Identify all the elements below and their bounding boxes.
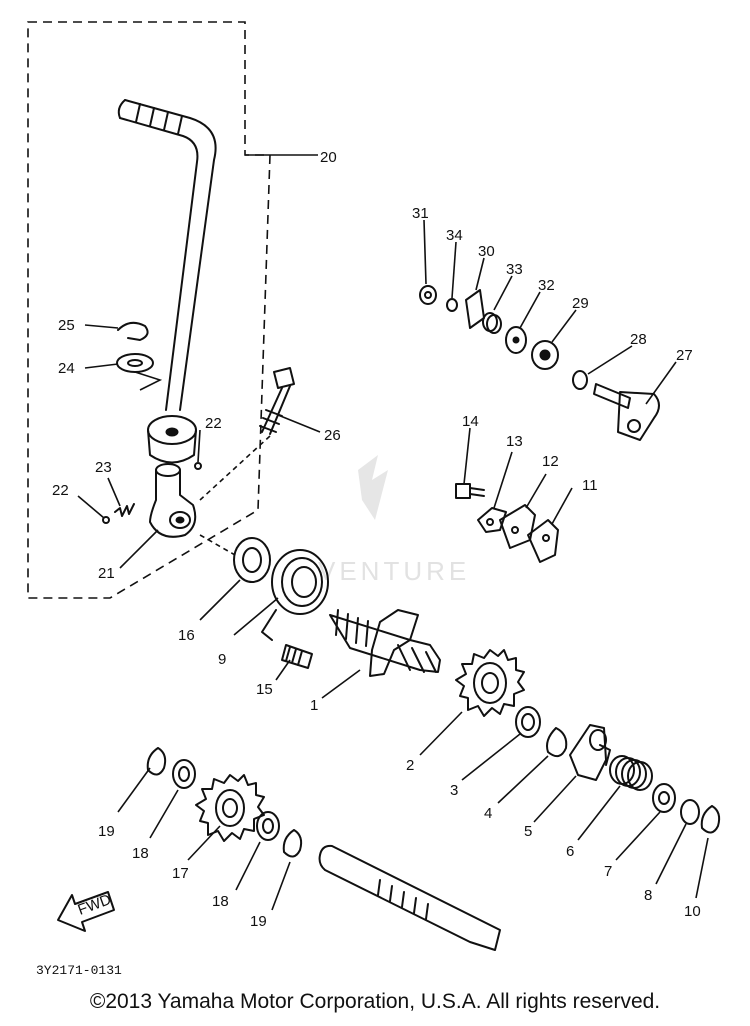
washer — [652, 783, 676, 813]
plate-washer — [477, 507, 507, 533]
washer — [172, 759, 196, 789]
oil-seal — [233, 537, 271, 583]
stopper-plate — [465, 289, 485, 329]
callout-23: 23 — [95, 459, 112, 476]
callout-27: 27 — [676, 347, 693, 364]
spring — [482, 312, 502, 334]
callouts: 20 25 24 22 23 22 21 26 16 9 15 1 2 3 4 … — [52, 149, 709, 930]
bolt — [455, 483, 485, 499]
callout-22b: 22 — [52, 482, 69, 499]
kick-crank-lever — [117, 99, 217, 464]
torsion-spring — [261, 549, 329, 641]
idler-gear — [195, 774, 265, 842]
washer — [446, 298, 458, 312]
callout-11: 11 — [582, 477, 598, 494]
plate — [499, 504, 536, 549]
circlip — [700, 805, 721, 834]
kick-boss — [149, 463, 197, 538]
callout-31: 31 — [412, 205, 429, 222]
callout-19a: 19 — [98, 823, 115, 840]
bearing — [531, 340, 559, 370]
washer — [505, 326, 527, 354]
fwd-arrow-icon: FWD — [57, 891, 115, 932]
callout-5: 5 — [524, 823, 532, 840]
callout-18a: 18 — [132, 845, 149, 862]
ratchet-guide — [527, 519, 559, 563]
callout-7: 7 — [604, 863, 612, 880]
kick-gear — [455, 649, 525, 717]
copyright-notice: ©2013 Yamaha Motor Corporation, U.S.A. A… — [89, 990, 661, 1013]
ball — [102, 516, 110, 524]
callout-28: 28 — [630, 331, 647, 348]
washer — [680, 799, 700, 825]
callout-21: 21 — [98, 565, 115, 582]
callout-20: 20 — [320, 149, 337, 166]
callout-22a: 22 — [205, 415, 222, 432]
washer — [515, 706, 541, 738]
nut — [419, 285, 437, 305]
circlip — [146, 747, 167, 776]
spring — [114, 503, 135, 517]
callout-26: 26 — [324, 427, 341, 444]
callout-8: 8 — [644, 887, 652, 904]
ratchet-wheel — [569, 724, 611, 781]
callout-2: 2 — [406, 757, 414, 774]
watermark-text: VENTURE — [318, 556, 470, 586]
callout-25: 25 — [58, 317, 75, 334]
drawing-code: 3Y2171-0131 — [36, 963, 122, 978]
washer — [572, 370, 588, 390]
ball — [194, 462, 202, 470]
ratchet-spring — [609, 755, 653, 791]
callout-24: 24 — [58, 360, 75, 377]
callout-10: 10 — [684, 903, 701, 920]
circlip — [117, 321, 149, 341]
kick-pin — [281, 644, 313, 669]
callout-4: 4 — [484, 805, 492, 822]
callout-17: 17 — [172, 865, 189, 882]
bolt — [259, 367, 295, 435]
circlip — [282, 829, 303, 858]
callout-19b: 19 — [250, 913, 267, 930]
washer — [256, 811, 280, 841]
callout-16: 16 — [178, 627, 195, 644]
callout-14: 14 — [462, 413, 479, 430]
shaft — [318, 844, 501, 951]
callout-34: 34 — [446, 227, 463, 244]
callout-1: 1 — [310, 697, 318, 714]
callout-12: 12 — [542, 453, 559, 470]
callout-15: 15 — [256, 681, 273, 698]
callout-32: 32 — [538, 277, 555, 294]
callout-33: 33 — [506, 261, 523, 278]
washer — [116, 353, 154, 373]
circlip — [546, 727, 568, 758]
kick-shaft — [593, 383, 660, 441]
fwd-label: FWD — [76, 891, 114, 919]
callout-6: 6 — [566, 843, 574, 860]
callout-18b: 18 — [212, 893, 229, 910]
kick-axle — [329, 609, 441, 677]
callout-13: 13 — [506, 433, 523, 450]
callout-3: 3 — [450, 782, 458, 799]
callout-9: 9 — [218, 651, 226, 668]
callout-30: 30 — [478, 243, 495, 260]
callout-29: 29 — [572, 295, 589, 312]
kick-lever-group-box — [27, 21, 271, 599]
watermark-logo: VENTURE — [318, 455, 470, 586]
